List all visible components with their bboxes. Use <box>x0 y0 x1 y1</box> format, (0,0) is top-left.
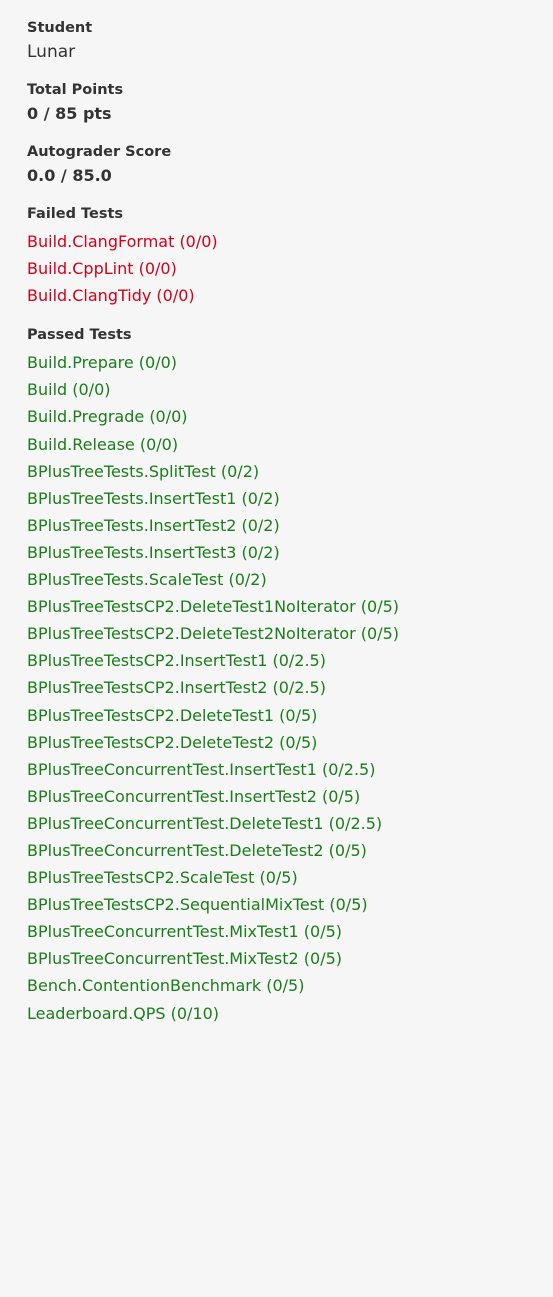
passed-test-item[interactable]: BPlusTreeConcurrentTest.DeleteTest2 (0/5… <box>27 840 367 860</box>
passed-test-item[interactable]: BPlusTreeConcurrentTest.MixTest2 (0/5) <box>27 949 343 969</box>
passed-test-item[interactable]: BPlusTreeTestsCP2.InsertTest2 (0/2.5) <box>27 678 326 698</box>
passed-test-item[interactable]: BPlusTreeConcurrentTest.InsertTest2 (0/5… <box>27 786 361 806</box>
passed-test-item[interactable]: Build.Prepare (0/0) <box>27 353 178 373</box>
total-points-value: 0 / 85 pts <box>27 104 112 123</box>
passed-test-item[interactable]: BPlusTreeTestsCP2.DeleteTest1NoIterator … <box>27 597 400 617</box>
passed-test-item[interactable]: BPlusTreeTests.SplitTest (0/2) <box>27 461 260 481</box>
student-section: Student Lunar <box>27 18 553 64</box>
student-name: Lunar <box>27 42 76 62</box>
autograder-score-value: 0.0 / 85.0 <box>27 166 112 185</box>
passed-test-item[interactable]: BPlusTreeConcurrentTest.DeleteTest1 (0/2… <box>27 813 383 833</box>
passed-test-item[interactable]: BPlusTreeTestsCP2.ScaleTest (0/5) <box>27 868 298 888</box>
student-label: Student <box>27 20 93 36</box>
passed-test-item[interactable]: BPlusTreeConcurrentTest.MixTest1 (0/5) <box>27 922 343 942</box>
passed-test-item[interactable]: Build.Pregrade (0/0) <box>27 407 188 427</box>
passed-tests-section: Passed Tests Build.Prepare (0/0) Build (… <box>27 325 553 1026</box>
failed-test-item[interactable]: Build.ClangFormat (0/0) <box>27 232 218 251</box>
passed-test-item[interactable]: BPlusTreeTests.InsertTest2 (0/2) <box>27 515 280 535</box>
autograder-score-label: Autograder Score <box>27 144 172 160</box>
passed-tests-list: Build.Prepare (0/0) Build (0/0) Build.Pr… <box>27 349 553 1026</box>
passed-test-item[interactable]: BPlusTreeTestsCP2.InsertTest1 (0/2.5) <box>27 651 326 671</box>
passed-test-item[interactable]: BPlusTreeConcurrentTest.InsertTest1 (0/2… <box>27 759 376 779</box>
passed-test-item[interactable]: BPlusTreeTests.InsertTest1 (0/2) <box>27 488 280 508</box>
passed-test-item[interactable]: BPlusTreeTestsCP2.SequentialMixTest (0/5… <box>27 895 368 915</box>
autograder-section: Autograder Score 0.0 / 85.0 <box>27 142 553 188</box>
passed-test-item[interactable]: Bench.ContentionBenchmark (0/5) <box>27 976 305 996</box>
passed-test-item[interactable]: BPlusTreeTestsCP2.DeleteTest2 (0/5) <box>27 732 318 752</box>
passed-test-item[interactable]: Leaderboard.QPS (0/10) <box>27 1003 220 1023</box>
passed-test-item[interactable]: BPlusTreeTestsCP2.DeleteTest1 (0/5) <box>27 705 318 725</box>
failed-test-item[interactable]: Build.ClangTidy (0/0) <box>27 286 195 306</box>
passed-test-item[interactable]: Build (0/0) <box>27 380 111 400</box>
passed-test-item[interactable]: BPlusTreeTests.InsertTest3 (0/2) <box>27 542 280 562</box>
failed-tests-label: Failed Tests <box>27 206 124 222</box>
passed-test-item[interactable]: Build.Release (0/0) <box>27 434 179 454</box>
failed-test-item[interactable]: Build.CppLint (0/0) <box>27 259 177 279</box>
total-points-section: Total Points 0 / 85 pts <box>27 80 553 126</box>
passed-test-item[interactable]: BPlusTreeTestsCP2.DeleteTest2NoIterator … <box>27 624 400 644</box>
total-points-label: Total Points <box>27 82 124 98</box>
failed-tests-list: Build.ClangFormat (0/0) Build.CppLint (0… <box>27 228 553 309</box>
passed-test-item[interactable]: BPlusTreeTests.ScaleTest (0/2) <box>27 570 267 590</box>
passed-tests-label: Passed Tests <box>27 327 132 344</box>
failed-tests-section: Failed Tests Build.ClangFormat (0/0) Bui… <box>27 204 553 309</box>
